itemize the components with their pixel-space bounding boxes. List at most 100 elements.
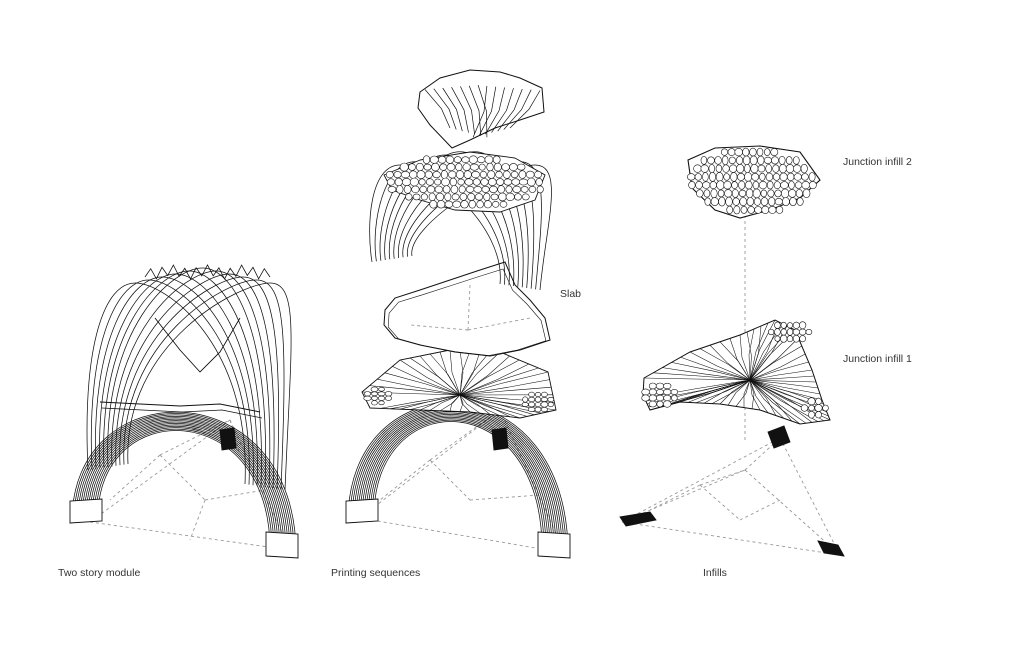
mesh-cell bbox=[522, 396, 529, 403]
cap-fold-line bbox=[442, 87, 463, 132]
mesh-cell bbox=[458, 185, 466, 194]
mesh-cell bbox=[503, 178, 513, 186]
cap-fold-line bbox=[433, 88, 457, 130]
vault-rib-right bbox=[202, 267, 266, 488]
mesh-cell bbox=[648, 388, 657, 396]
mesh-cell bbox=[796, 197, 804, 206]
cap-fold-line bbox=[491, 88, 514, 133]
foot-block-left bbox=[619, 511, 657, 527]
mesh-cell bbox=[792, 156, 800, 165]
mesh-cell bbox=[779, 164, 787, 174]
mesh-cell bbox=[802, 188, 811, 198]
mesh-cell bbox=[399, 162, 409, 172]
mesh-cell bbox=[534, 170, 542, 179]
mesh-cell bbox=[394, 177, 403, 187]
mesh-cell bbox=[773, 181, 781, 189]
mesh-cell bbox=[808, 172, 816, 182]
mesh-cell bbox=[496, 178, 505, 186]
mesh-cell bbox=[444, 200, 454, 208]
module-printing-sequences bbox=[345, 69, 571, 559]
mesh-cell bbox=[780, 181, 789, 189]
mesh-cell bbox=[455, 170, 465, 179]
mesh-cell bbox=[547, 401, 554, 408]
mesh-cell bbox=[765, 172, 774, 182]
dashed-line bbox=[699, 469, 746, 486]
mesh-cell bbox=[758, 181, 768, 190]
mesh-cell bbox=[492, 155, 501, 164]
label-junction-infill-1: Junction infill 1 bbox=[843, 353, 912, 365]
mesh-cell bbox=[536, 185, 544, 194]
mesh-cell bbox=[735, 156, 743, 165]
mesh-cell bbox=[765, 164, 773, 174]
mesh-cell bbox=[717, 189, 725, 198]
mesh-cell bbox=[725, 196, 733, 207]
mesh-cell bbox=[409, 177, 419, 187]
mesh-cell bbox=[702, 181, 711, 189]
mesh-cell bbox=[656, 400, 664, 408]
mesh-cell bbox=[710, 188, 718, 199]
mesh-cell bbox=[794, 181, 803, 189]
mesh-cell bbox=[528, 396, 535, 403]
mesh-cell bbox=[480, 178, 489, 186]
foot-block-back bbox=[767, 425, 791, 449]
mesh-cell bbox=[425, 178, 434, 186]
mesh-cell bbox=[528, 185, 537, 193]
mesh-cell bbox=[721, 155, 729, 166]
mesh-cell bbox=[749, 147, 757, 157]
mesh-cell bbox=[782, 197, 790, 206]
mesh-cell bbox=[516, 163, 526, 171]
cap-fold-line bbox=[424, 89, 451, 129]
mesh-cell bbox=[490, 193, 499, 201]
caption-infills: Infills bbox=[703, 567, 727, 579]
mesh-strand bbox=[749, 379, 813, 423]
mesh-strand bbox=[459, 363, 529, 396]
dashed-line bbox=[621, 521, 841, 556]
mesh-cell bbox=[793, 164, 802, 173]
dashed-line bbox=[469, 494, 541, 501]
mesh-cell bbox=[708, 164, 715, 174]
mesh-strand bbox=[749, 379, 819, 389]
mesh-strand bbox=[749, 379, 777, 416]
lower-arch-rib bbox=[95, 428, 273, 553]
mesh-cell bbox=[462, 163, 471, 171]
vault-rib-left bbox=[103, 270, 190, 468]
dashed-line bbox=[467, 284, 471, 331]
foot-block bbox=[345, 498, 379, 524]
vault-rib-left bbox=[127, 282, 271, 465]
mesh-cell bbox=[453, 156, 462, 164]
mesh-cell bbox=[484, 155, 494, 164]
mesh-cell bbox=[472, 178, 481, 186]
mesh-cell bbox=[700, 156, 708, 165]
mesh-cell bbox=[727, 148, 736, 156]
mesh-cell bbox=[714, 156, 722, 165]
mesh-strand bbox=[459, 350, 464, 396]
mesh-strand bbox=[384, 372, 461, 396]
mesh-cell bbox=[396, 185, 404, 194]
mesh-strand bbox=[729, 338, 751, 381]
cap-fold-line bbox=[472, 85, 488, 138]
mesh-strand bbox=[662, 367, 751, 381]
mesh-cell bbox=[722, 164, 730, 173]
mesh-cell bbox=[483, 192, 491, 201]
mesh-cell bbox=[420, 193, 428, 201]
mesh-cell bbox=[444, 192, 452, 202]
mesh-cell bbox=[655, 389, 664, 395]
mesh-cell bbox=[386, 178, 395, 186]
label-slab: Slab bbox=[560, 288, 582, 300]
mesh-cell bbox=[710, 197, 719, 206]
mesh-cell bbox=[465, 185, 475, 193]
mesh-cell bbox=[424, 170, 433, 179]
mesh-cell bbox=[703, 189, 711, 198]
mesh-cell bbox=[733, 205, 741, 215]
caption-two-story-module: Two story module bbox=[58, 567, 141, 579]
mesh-strand bbox=[746, 331, 752, 381]
mesh-cell bbox=[495, 171, 503, 179]
mesh-cell bbox=[527, 407, 536, 412]
vault-rib-right bbox=[519, 161, 542, 290]
mesh-strand bbox=[459, 379, 550, 396]
mesh-strand bbox=[749, 345, 802, 381]
dashed-line bbox=[189, 499, 206, 541]
mesh-cell bbox=[744, 164, 751, 174]
mesh-cell bbox=[774, 335, 781, 342]
mesh-cell bbox=[671, 394, 678, 402]
